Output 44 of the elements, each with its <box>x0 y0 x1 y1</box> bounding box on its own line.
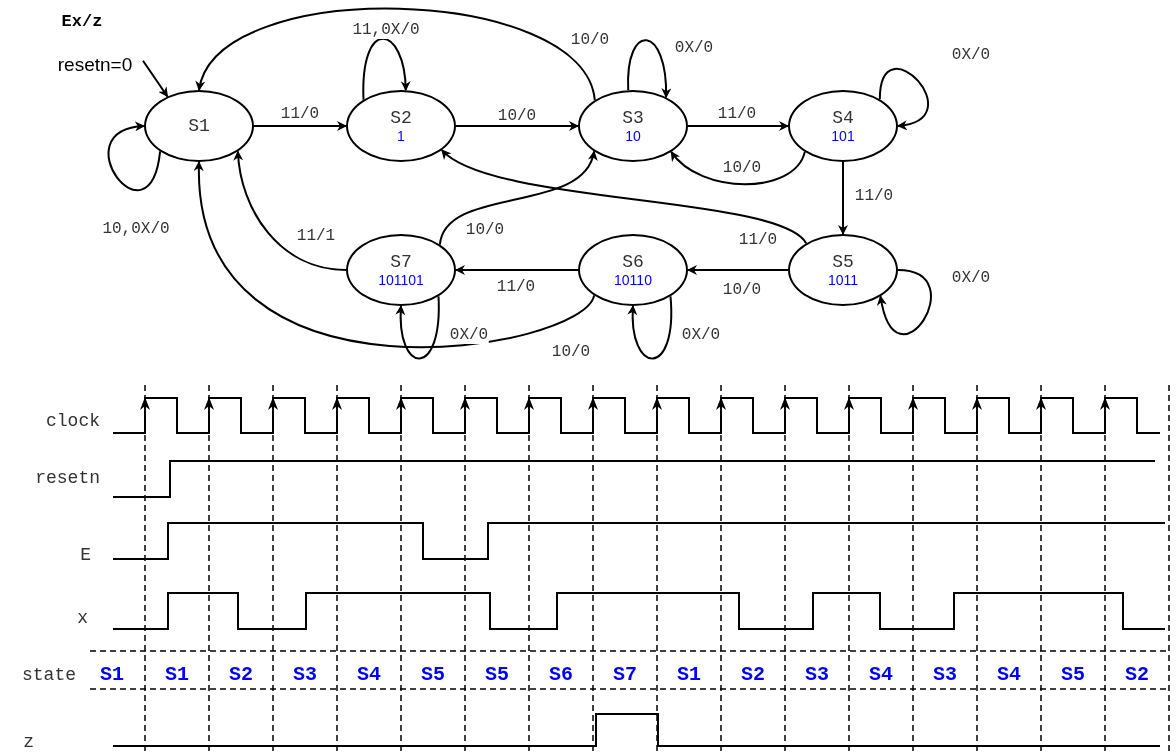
edge-label: 11,0X/0 <box>351 21 421 39</box>
state-code: 10 <box>625 128 641 144</box>
transition-arrow <box>362 37 411 101</box>
state-name: S4 <box>832 108 854 128</box>
transition-arrow <box>440 149 808 245</box>
signal-name: state <box>22 664 76 686</box>
reset-condition-text: resetn=0 <box>47 53 143 77</box>
signal-name: resetn <box>35 467 100 489</box>
transition-arrow <box>878 68 929 130</box>
signal-name: clock <box>46 410 100 432</box>
transition-arrow <box>194 161 596 348</box>
state-name: S6 <box>622 252 644 272</box>
edge-label: 0X/0 <box>448 326 490 344</box>
transition-arrow <box>197 7 596 102</box>
edge-label: 10,0X/0 <box>101 220 171 238</box>
transition-arrow <box>455 265 579 275</box>
signal-name: x <box>77 607 88 629</box>
transition-arrow <box>627 295 673 360</box>
state-code: 1 <box>397 128 405 144</box>
transition-arrow <box>838 161 848 235</box>
state-name: S7 <box>390 252 412 272</box>
signal-name: z <box>23 731 34 752</box>
transition-arrow <box>687 121 789 131</box>
state-code: 101 <box>831 128 855 144</box>
transition-arrow <box>253 121 347 131</box>
transition-arrow <box>877 269 932 335</box>
transition-arrow <box>670 150 806 186</box>
state-name: S1 <box>188 116 210 136</box>
state-code: 10110 <box>614 272 652 288</box>
transition-arrow <box>627 39 671 99</box>
state-name: S2 <box>390 108 412 128</box>
state-code: 101101 <box>378 272 424 288</box>
transition-arrow <box>687 265 789 275</box>
transition-arrow <box>438 150 596 246</box>
transition-arrow <box>142 59 169 98</box>
signal-name: E <box>80 544 91 566</box>
state-name: S3 <box>622 108 644 128</box>
io-format-key: Ex/z <box>61 11 103 33</box>
transition-arrow <box>455 121 579 131</box>
transition-arrow <box>107 122 162 191</box>
transition-arrow <box>233 150 347 271</box>
state-code: 1011 <box>827 272 859 288</box>
transition-arrow <box>395 295 440 360</box>
state-name: S5 <box>832 252 854 272</box>
